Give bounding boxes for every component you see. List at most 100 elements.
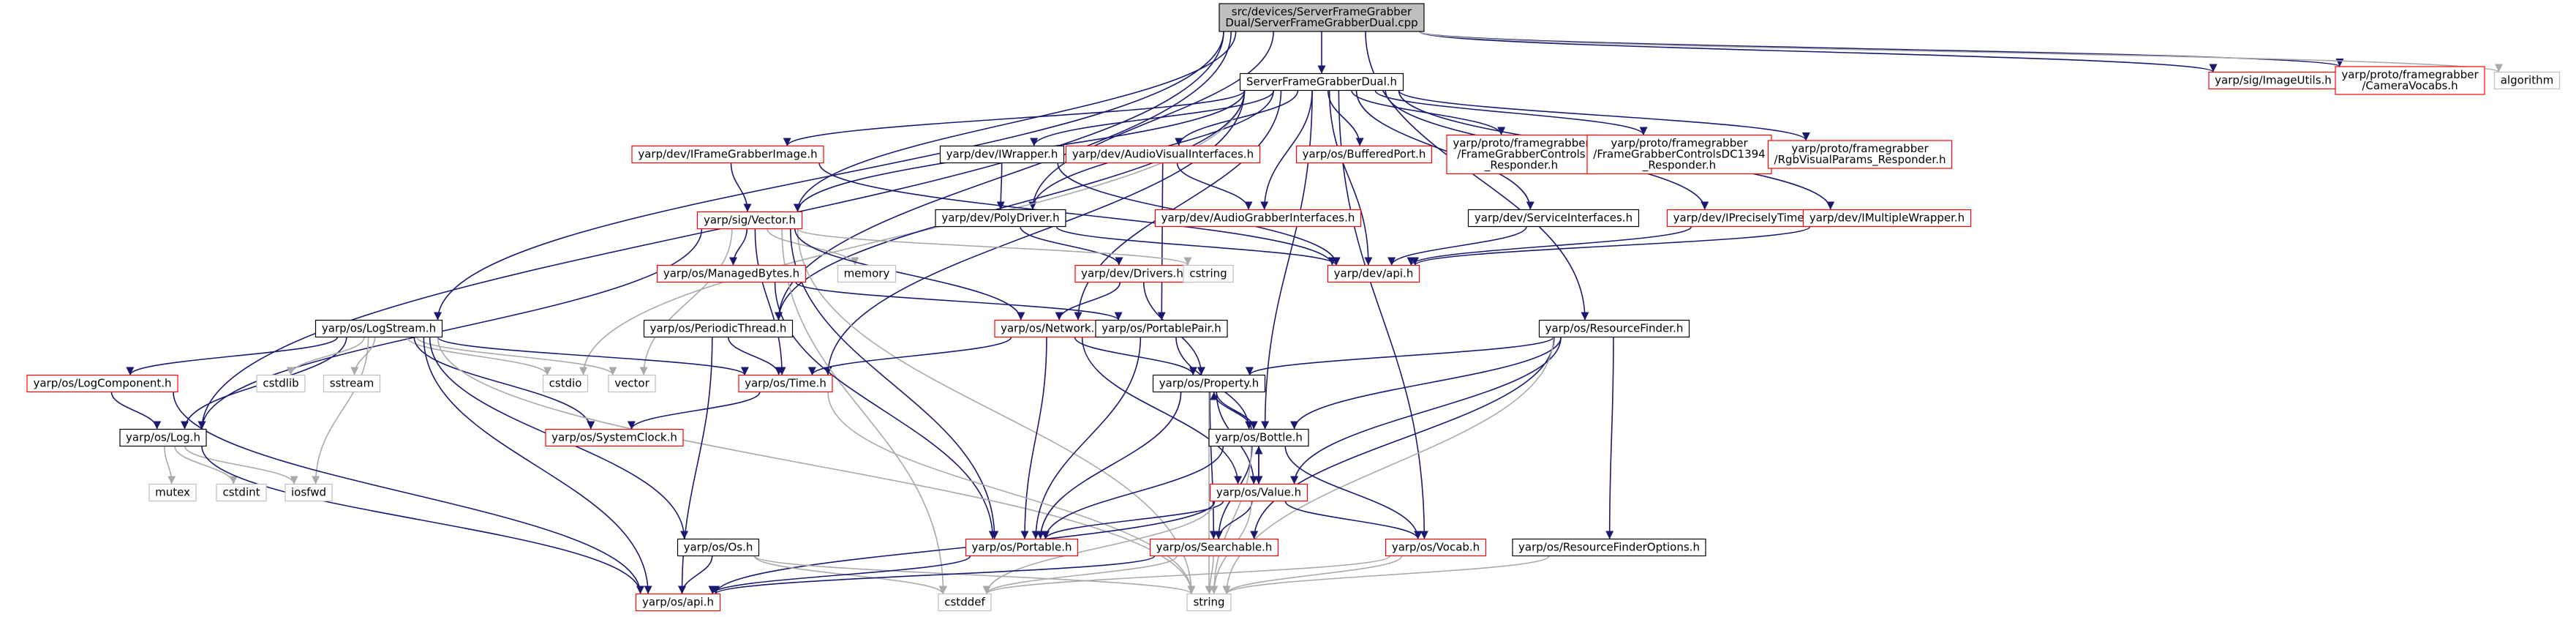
- node-audiovisual[interactable]: yarp/dev/AudioVisualInterfaces.h: [1065, 145, 1261, 164]
- node-box: [1152, 374, 1266, 393]
- node-vector[interactable]: yarp/sig/Vector.h: [696, 211, 803, 230]
- edge-os-to-osapi: [677, 556, 713, 594]
- edge-sfgd_h-to-bottle: [1261, 90, 1313, 430]
- node-cstdio: cstdio: [542, 374, 589, 393]
- edge-root-to-cameravocabs: [1419, 31, 2343, 67]
- node-portablepair[interactable]: yarp/os/PortablePair.h: [1095, 319, 1228, 338]
- edge-logstream-to-string: [437, 337, 1196, 594]
- edge-sfgd_h-to-audiograbber: [1260, 90, 1313, 210]
- edge-audiovisual-to-audiograbber: [1176, 162, 1253, 210]
- node-root[interactable]: src/devices/ServerFrameGrabberDual/Serve…: [1219, 3, 1425, 32]
- edge-log-to-iosfwd: [184, 446, 298, 485]
- node-managedbytes[interactable]: yarp/os/ManagedBytes.h: [656, 264, 807, 283]
- node-resourcefinder[interactable]: yarp/os/ResourceFinder.h: [1538, 319, 1690, 338]
- node-time[interactable]: yarp/os/Time.h: [738, 374, 833, 393]
- edge-time-to-string: [827, 392, 1196, 594]
- node-box: [2335, 66, 2485, 95]
- edge-resourcefinder-to-property: [1245, 336, 1554, 376]
- node-label: yarp/dev/AudioGrabberInterfaces.h: [1161, 212, 1355, 225]
- node-value[interactable]: yarp/os/Value.h: [1209, 483, 1308, 502]
- node-rgbvisual[interactable]: yarp/proto/framegrabber/RgbVisualParams_…: [1767, 140, 1953, 169]
- edge-resourcefinder-to-rfoptions: [1605, 337, 1614, 539]
- node-box: [1209, 483, 1308, 502]
- node-label: yarp/os/Network.h: [1001, 322, 1101, 335]
- node-rfoptions[interactable]: yarp/os/ResourceFinderOptions.h: [1512, 538, 1706, 557]
- node-logcomponent[interactable]: yarp/os/LogComponent.h: [26, 374, 178, 393]
- node-box: [315, 319, 443, 338]
- node-box: [1065, 145, 1261, 164]
- edge-log-to-osapi: [201, 446, 645, 594]
- node-label: yarp/proto/framegrabber: [1791, 142, 1929, 155]
- node-drivers[interactable]: yarp/dev/Drivers.h: [1074, 264, 1190, 283]
- node-osapi[interactable]: yarp/os/api.h: [635, 593, 721, 612]
- node-portable[interactable]: yarp/os/Portable.h: [965, 538, 1079, 557]
- node-fgcontrols[interactable]: yarp/proto/framegrabber/FrameGrabberCont…: [1446, 134, 1597, 175]
- node-label: yarp/dev/AudioVisualInterfaces.h: [1072, 148, 1254, 161]
- node-property[interactable]: yarp/os/Property.h: [1152, 374, 1266, 393]
- edge-resourcefinder-to-searchable: [1250, 337, 1555, 539]
- node-label: yarp/proto/framegrabber: [1453, 137, 1590, 150]
- node-iframegrabberimage[interactable]: yarp/dev/IFrameGrabberImage.h: [631, 145, 824, 164]
- node-box: [1385, 538, 1487, 557]
- node-logstream[interactable]: yarp/os/LogStream.h: [315, 319, 443, 338]
- node-box: [542, 374, 589, 393]
- node-label: yarp/os/ResourceFinder.h: [1545, 322, 1684, 335]
- dependency-edges: [110, 31, 2503, 595]
- edge-time-to-systemclock: [627, 392, 761, 430]
- node-label: cstddef: [944, 596, 985, 609]
- node-bufferedport[interactable]: yarp/os/BufferedPort.h: [1295, 145, 1433, 164]
- edge-polydriver-to-drivers: [1020, 226, 1123, 266]
- edge-logstream-to-cstdlib: [286, 337, 365, 375]
- edge-sfgd_h-to-iframegrabberimage: [783, 90, 1246, 146]
- edge-sfgd_h-to-bufferedport: [1327, 90, 1364, 146]
- node-audiograbber[interactable]: yarp/dev/AudioGrabberInterfaces.h: [1154, 209, 1362, 228]
- node-box: [938, 593, 992, 612]
- node-vocab[interactable]: yarp/os/Vocab.h: [1385, 538, 1487, 557]
- node-label: yarp/os/LogComponent.h: [33, 377, 171, 390]
- node-box: [631, 145, 824, 164]
- node-box: [119, 428, 207, 447]
- node-label: cstdint: [222, 486, 260, 499]
- node-os[interactable]: yarp/os/Os.h: [677, 538, 760, 557]
- node-polydriver[interactable]: yarp/dev/PolyDriver.h: [935, 209, 1066, 228]
- node-box: [1208, 428, 1309, 447]
- node-serviceinterfaces[interactable]: yarp/dev/ServiceInterfaces.h: [1467, 209, 1640, 228]
- edge-log-to-cstdint: [174, 446, 238, 485]
- node-searchable[interactable]: yarp/os/Searchable.h: [1149, 538, 1279, 557]
- edge-sfgd_h-to-time: [824, 90, 1246, 375]
- node-imultiplewrapper[interactable]: yarp/dev/IMultipleWrapper.h: [1802, 209, 1972, 228]
- edge-vector-to-cstddef: [781, 228, 948, 594]
- node-systemclock[interactable]: yarp/os/SystemClock.h: [545, 428, 684, 447]
- node-algorithm: algorithm: [2493, 71, 2561, 90]
- node-label: yarp/os/ResourceFinderOptions.h: [1518, 541, 1700, 554]
- node-label: yarp/dev/api.h: [1334, 267, 1414, 280]
- node-label: yarp/os/Property.h: [1159, 377, 1259, 390]
- edge-searchable-to-osapi: [712, 555, 1156, 595]
- node-label: yarp/os/Vocab.h: [1392, 541, 1480, 554]
- node-box: [1767, 140, 1953, 169]
- edge-network-to-value: [1081, 337, 1243, 485]
- node-bottle[interactable]: yarp/os/Bottle.h: [1208, 428, 1309, 447]
- node-log[interactable]: yarp/os/Log.h: [119, 428, 207, 447]
- node-devapi[interactable]: yarp/dev/api.h: [1327, 264, 1420, 283]
- node-cameravocabs[interactable]: yarp/proto/framegrabber/CameraVocabs.h: [2335, 66, 2485, 95]
- node-sfgd_h[interactable]: ServerFrameGrabberDual.h: [1239, 72, 1404, 91]
- node-label: yarp/dev/PolyDriver.h: [941, 212, 1059, 225]
- node-label: string: [1193, 596, 1224, 609]
- node-fgcontrolsdc[interactable]: yarp/proto/framegrabber/FrameGrabberCont…: [1586, 134, 1772, 175]
- node-imageutils[interactable]: yarp/sig/ImageUtils.h: [2208, 71, 2338, 90]
- node-iosfwd: iosfwd: [285, 483, 333, 502]
- node-label: ServerFrameGrabberDual.h: [1246, 75, 1397, 89]
- node-label: yarp/os/LogStream.h: [322, 322, 436, 335]
- node-box: [1149, 538, 1279, 557]
- edge-vector-to-time: [754, 228, 786, 375]
- node-iwrapper[interactable]: yarp/dev/IWrapper.h: [939, 145, 1065, 164]
- edge-value-to-osapi: [712, 501, 1216, 594]
- node-periodicthread[interactable]: yarp/os/PeriodicThread.h: [643, 319, 794, 338]
- edge-sfgd_h-to-devapi: [1328, 90, 1373, 266]
- node-network[interactable]: yarp/os/Network.h: [994, 319, 1108, 338]
- edge-vector-to-managedbytes: [728, 228, 748, 266]
- edge-property-to-searchable: [1209, 392, 1218, 539]
- edge-vector-to-stdvector: [639, 228, 733, 375]
